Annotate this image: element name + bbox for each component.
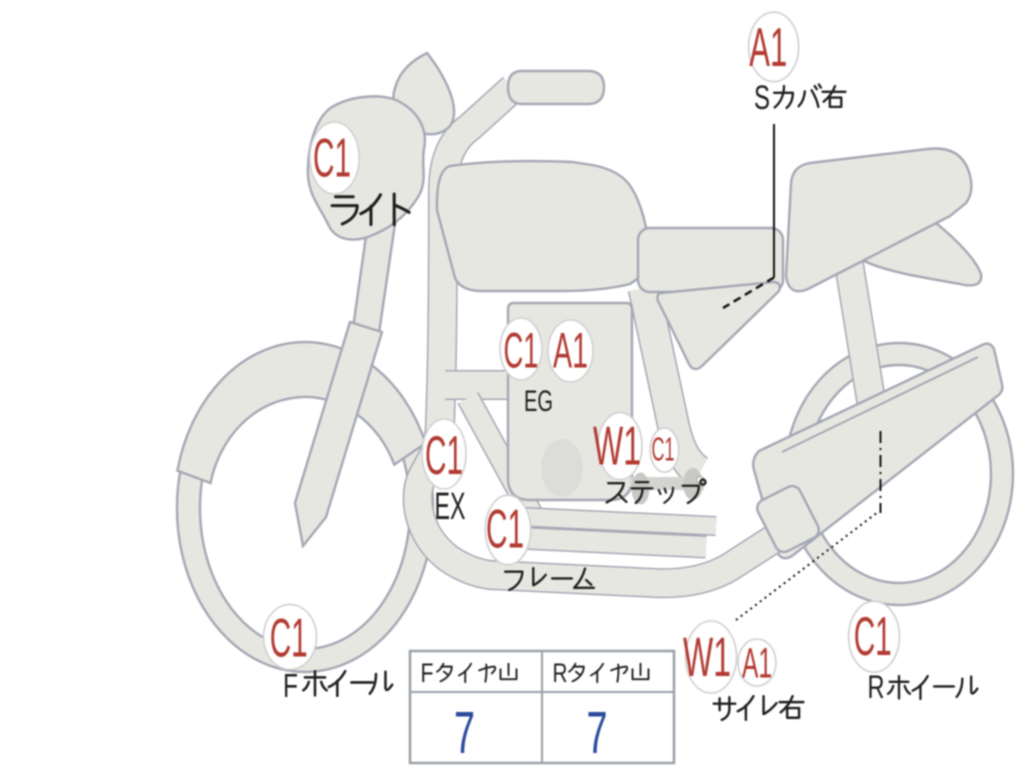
svg-text:A1: A1 bbox=[553, 323, 588, 379]
svg-text:F: F bbox=[421, 658, 434, 688]
svg-text:R: R bbox=[868, 669, 885, 705]
svg-text:W1: W1 bbox=[593, 414, 641, 476]
svg-text:EX: EX bbox=[435, 486, 466, 528]
svg-text:C1: C1 bbox=[504, 323, 539, 379]
svg-text:F: F bbox=[283, 667, 298, 704]
svg-text:A1: A1 bbox=[749, 16, 787, 78]
svg-text:EG: EG bbox=[524, 385, 553, 418]
svg-text:S: S bbox=[754, 79, 770, 117]
svg-text:A1: A1 bbox=[742, 639, 772, 687]
svg-text:C1: C1 bbox=[486, 498, 524, 560]
svg-text:7: 7 bbox=[587, 700, 608, 766]
svg-text:C1: C1 bbox=[270, 607, 308, 669]
svg-text:C1: C1 bbox=[313, 127, 351, 189]
svg-text:C1: C1 bbox=[652, 431, 675, 468]
svg-text:R: R bbox=[553, 658, 568, 688]
svg-text:W1: W1 bbox=[683, 625, 731, 688]
svg-text:C1: C1 bbox=[425, 424, 463, 486]
svg-text:7: 7 bbox=[454, 700, 475, 766]
svg-text:C1: C1 bbox=[854, 605, 892, 667]
